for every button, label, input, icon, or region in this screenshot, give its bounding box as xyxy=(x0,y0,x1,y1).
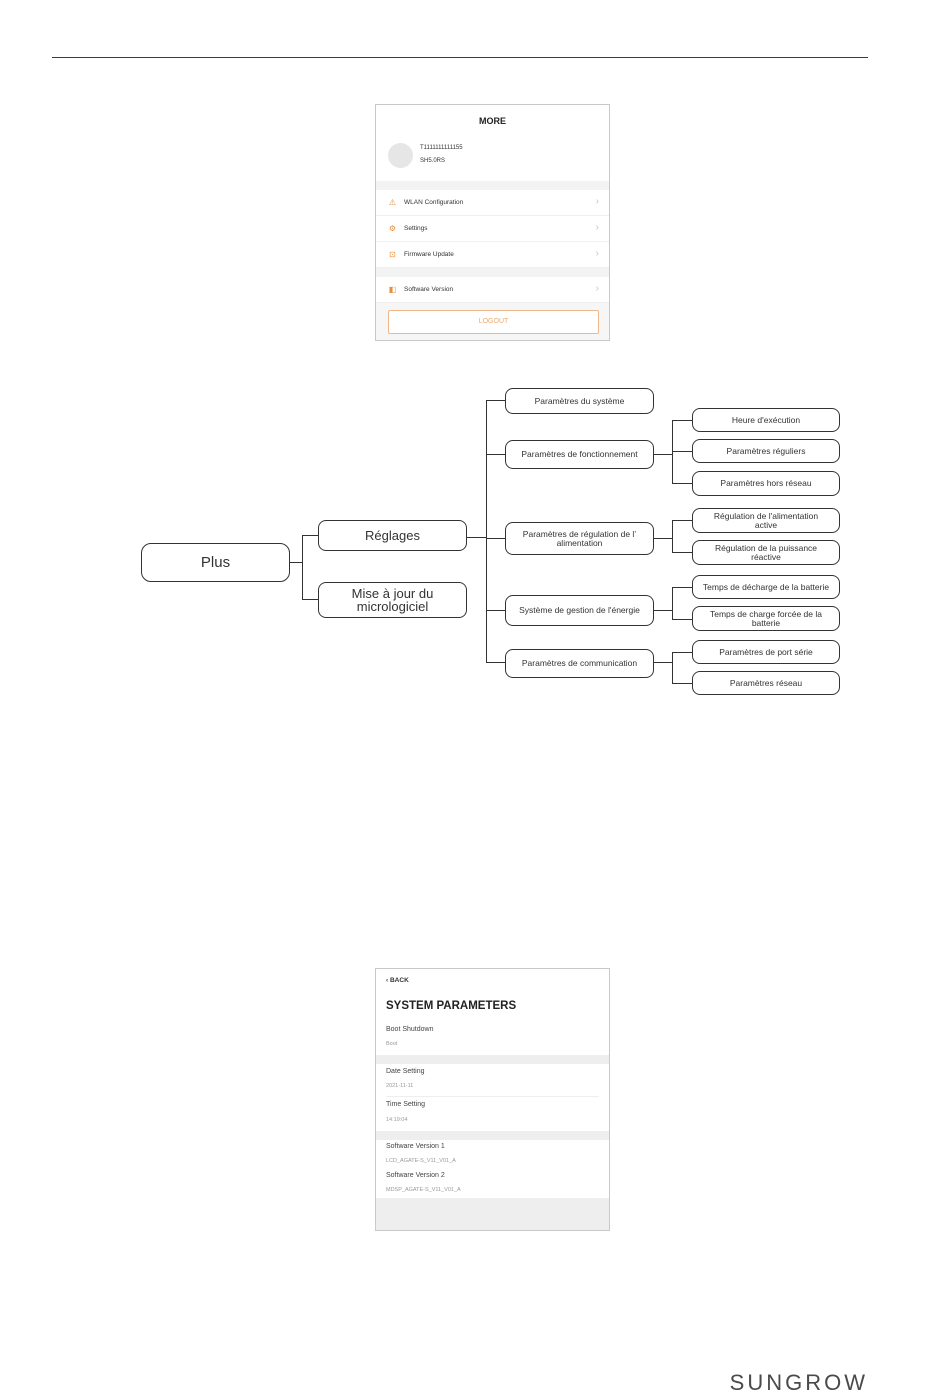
connector xyxy=(302,535,304,600)
avatar xyxy=(388,143,413,168)
header-rule xyxy=(52,57,868,58)
connector xyxy=(467,537,487,539)
node-run-time: Heure d'exécution xyxy=(692,408,840,432)
connector xyxy=(302,599,319,601)
page-title: SYSTEM PARAMETERS xyxy=(386,1000,517,1012)
section-gap xyxy=(376,268,609,277)
connector xyxy=(672,451,693,453)
connector xyxy=(672,483,693,485)
logout-button[interactable]: LOGOUT xyxy=(388,310,599,334)
software-version-1-value: LCD_AGATE-S_V11_V01_A xyxy=(386,1158,456,1164)
chevron-right-icon: › xyxy=(595,248,599,259)
connector xyxy=(486,538,505,540)
system-parameters-screen: ‹ BACK SYSTEM PARAMETERS Boot Shutdown B… xyxy=(375,968,610,1231)
connector xyxy=(486,400,505,402)
chevron-right-icon: › xyxy=(595,222,599,233)
sungrow-logo: SUNGROW xyxy=(729,1370,868,1395)
node-serial-port-parameters: Paramètres de port série xyxy=(692,640,840,664)
update-icon: ⊡ xyxy=(389,250,396,259)
connector xyxy=(672,552,693,554)
node-energy-management: Système de gestion de l'énergie xyxy=(505,595,654,626)
gear-icon: ⚙ xyxy=(388,224,397,233)
node-system-parameters: Paramètres du système xyxy=(505,388,654,414)
section-gap xyxy=(376,1131,609,1140)
connector xyxy=(672,683,693,685)
device-model: SH5.0RS xyxy=(420,158,446,164)
connector xyxy=(672,619,693,621)
node-regular-parameters: Paramètres réguliers xyxy=(692,439,840,463)
menu-item-label: Software Version xyxy=(404,286,454,293)
section-gap xyxy=(376,1055,609,1064)
section-gap xyxy=(376,181,609,190)
connector xyxy=(654,610,673,612)
time-setting-label[interactable]: Time Setting xyxy=(386,1101,426,1108)
node-active-power: Régulation de l'alimentation active xyxy=(692,508,840,533)
node-reactive-power: Régulation de la puissance réactive xyxy=(692,540,840,565)
connector xyxy=(486,662,505,664)
device-serial: T1111111111155 xyxy=(420,145,463,151)
menu-item-firmware-update[interactable]: ⊡ Firmware Update › xyxy=(376,242,609,268)
connector xyxy=(654,538,673,540)
node-plus: Plus xyxy=(141,543,290,582)
node-network-parameters: Paramètres réseau xyxy=(692,671,840,695)
version-icon: ◧ xyxy=(388,285,397,294)
connector xyxy=(486,400,488,663)
chevron-right-icon: › xyxy=(595,196,599,207)
divider xyxy=(386,1096,599,1097)
menu-item-label: Settings xyxy=(404,225,428,232)
node-firmware-update: Mise à jour du micrologiciel xyxy=(318,582,467,618)
connector xyxy=(672,587,674,620)
back-button[interactable]: ‹ BACK xyxy=(386,977,409,984)
date-setting-value: 2021-11-11 xyxy=(386,1083,414,1089)
software-version-2-value: MDSP_AGATE-S_V11_V01_A xyxy=(386,1187,461,1193)
connector xyxy=(654,662,673,664)
time-setting-value: 14:19:04 xyxy=(386,1117,408,1123)
node-reglages: Réglages xyxy=(318,520,467,551)
connector xyxy=(486,454,505,456)
chevron-right-icon: › xyxy=(595,283,599,294)
wifi-icon: ⚠ xyxy=(388,198,397,207)
connector xyxy=(672,420,693,422)
more-screen: MORE T1111111111155 SH5.0RS ⚠ WLAN Confi… xyxy=(375,104,610,341)
connector xyxy=(486,610,505,612)
connector xyxy=(672,520,693,522)
screen-title: MORE xyxy=(479,116,506,126)
connector xyxy=(672,520,674,553)
date-setting-label[interactable]: Date Setting xyxy=(386,1068,425,1075)
connector xyxy=(654,454,673,456)
boot-shutdown-value: Boot xyxy=(386,1041,398,1047)
menu-item-label: Firmware Update xyxy=(404,251,454,258)
connector xyxy=(290,562,303,564)
connector xyxy=(672,587,693,589)
boot-shutdown-label[interactable]: Boot Shutdown xyxy=(386,1026,434,1033)
menu-item-wlan-configuration[interactable]: ⚠ WLAN Configuration › xyxy=(376,190,609,216)
menu-item-settings[interactable]: ⚙ Settings › xyxy=(376,216,609,242)
connector xyxy=(672,652,693,654)
menu-item-software-version[interactable]: ◧ Software Version › xyxy=(376,277,609,303)
node-operation-parameters: Paramètres de fonctionnement xyxy=(505,440,654,469)
footer-area xyxy=(376,1198,609,1230)
node-off-grid-parameters: Paramètres hors réseau xyxy=(692,471,840,496)
software-version-2-label: Software Version 2 xyxy=(386,1172,445,1179)
connector xyxy=(672,652,674,684)
connector xyxy=(302,535,319,537)
software-version-1-label: Software Version 1 xyxy=(386,1143,445,1150)
node-battery-discharge-time: Temps de décharge de la batterie xyxy=(692,575,840,599)
menu-item-label: WLAN Configuration xyxy=(404,199,464,206)
node-communication-parameters: Paramètres de communication xyxy=(505,649,654,678)
node-power-regulation: Paramètres de régulation de l’ alimentat… xyxy=(505,522,654,555)
back-label: BACK xyxy=(389,977,409,984)
node-battery-forced-charge-time: Temps de charge forcée de la batterie xyxy=(692,606,840,631)
